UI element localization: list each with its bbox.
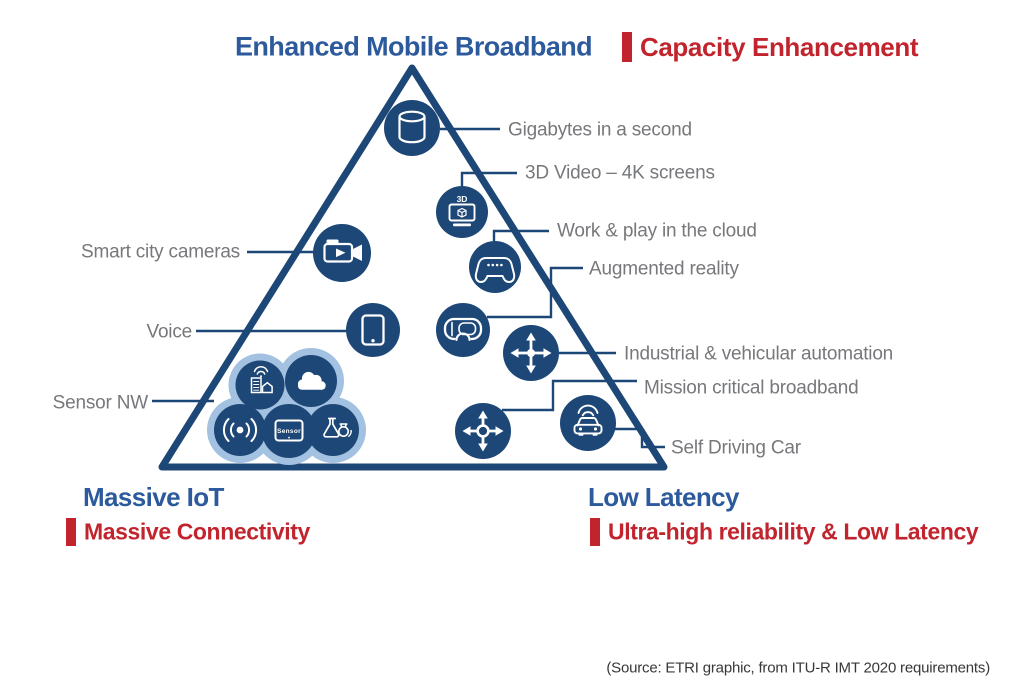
- radio-waves-icon: [214, 404, 266, 456]
- motion-arrows-ring-icon: [455, 403, 511, 459]
- 3d-video-screen-icon: 3D: [436, 186, 488, 238]
- triangle-outline: [158, 64, 668, 471]
- embb-title: Enhanced Mobile Broadband: [235, 31, 593, 62]
- use-case-label-voice: Voice: [146, 321, 193, 343]
- red-accent-bar: [66, 518, 76, 546]
- use-case-label-3d-video: 3D Video – 4K screens: [525, 162, 715, 184]
- sensor-cluster-icon: Sensor: [207, 348, 366, 465]
- red-accent-bar: [590, 518, 600, 546]
- ultra-reliability-title: Ultra-high reliability & Low Latency: [608, 518, 979, 545]
- sensor-box-icon: Sensor: [262, 404, 316, 458]
- gamepad-icon: [469, 241, 521, 293]
- connector-line: [460, 171, 517, 186]
- lab-flask-icon: [307, 404, 359, 456]
- use-case-label-augmented-reality: Augmented reality: [589, 258, 739, 280]
- video-camera-icon: [313, 224, 371, 282]
- motion-arrows-dot-icon: [503, 325, 559, 381]
- use-case-label-cloud-work-play: Work & play in the cloud: [557, 220, 757, 242]
- source-credit: (Source: ETRI graphic, from ITU-R IMT 20…: [606, 659, 990, 677]
- massive-connectivity-title: Massive Connectivity: [84, 518, 310, 545]
- use-case-label-industrial-automation: Industrial & vehicular automation: [624, 343, 894, 365]
- use-case-label-sensor-nw: Sensor NW: [52, 392, 149, 414]
- sensor-box-text: Sensor: [277, 428, 301, 435]
- low-latency-title: Low Latency: [588, 482, 739, 512]
- database-cylinder-icon: [384, 100, 440, 156]
- ar-headset-icon: [436, 303, 490, 357]
- use-case-label-gigabytes: Gigabytes in a second: [508, 119, 692, 141]
- use-case-label-self-driving-car: Self Driving Car: [671, 437, 801, 459]
- car-wifi-icon: [560, 395, 616, 451]
- use-case-label-mission-critical: Mission critical broadband: [644, 377, 859, 399]
- smart-meter-icon: [235, 360, 285, 410]
- capacity-enhancement-title: Capacity Enhancement: [640, 32, 919, 62]
- connector-line: [492, 229, 549, 241]
- red-accent-bar: [622, 32, 632, 62]
- use-case-label-smart-city-cameras: Smart city cameras: [81, 241, 240, 263]
- smartphone-icon: [346, 303, 400, 357]
- connector-line: [502, 379, 637, 412]
- massive-iot-title: Massive IoT: [83, 482, 224, 512]
- 3d-icon-text: 3D: [457, 194, 468, 204]
- cloud-signal-icon: [285, 355, 337, 407]
